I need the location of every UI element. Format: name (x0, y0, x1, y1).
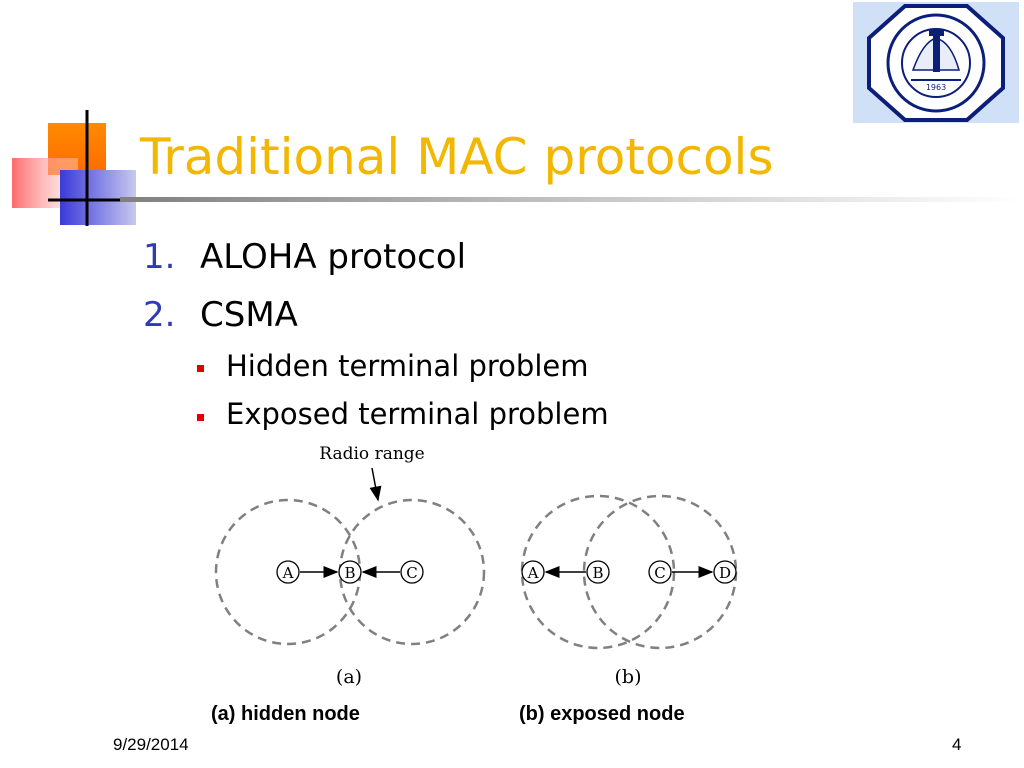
page-number: 4 (952, 735, 962, 754)
university-logo: 1963 (853, 2, 1019, 123)
radio-range-figure: Radio range A B C (a) A B C D (b) (214, 444, 738, 688)
svg-text:D: D (719, 564, 731, 582)
node-c: C (400, 560, 424, 584)
sub-item-exposed-terminal: Exposed terminal problem (226, 397, 609, 431)
callout-arrow (369, 467, 382, 502)
radio-range-label: Radio range (319, 444, 424, 464)
svg-text:B: B (344, 564, 355, 582)
svg-text:C: C (654, 564, 665, 582)
list-number-1: 1. (143, 237, 176, 277)
caption-exposed-node: (b) exposed node (519, 703, 685, 725)
panel-a-label: (a) (336, 666, 362, 688)
caption-hidden-node: (a) hidden node (211, 703, 360, 725)
list-item-csma: CSMA (200, 295, 298, 335)
svg-text:B: B (592, 564, 603, 582)
node-a: A (276, 560, 300, 584)
svg-text:A: A (527, 564, 539, 582)
bullet-icon (197, 365, 204, 372)
title-underline (120, 197, 1020, 202)
sub-item-hidden-terminal: Hidden terminal problem (226, 349, 589, 383)
seal-icon: 1963 (867, 4, 1005, 122)
node-b: B (586, 560, 610, 584)
panel-b-label: (b) (615, 666, 642, 688)
node-a: A (521, 560, 545, 584)
svg-text:A: A (282, 564, 294, 582)
node-d: D (713, 560, 737, 584)
bullet-icon (197, 414, 204, 421)
corner-decoration (12, 110, 136, 226)
node-b: B (338, 560, 362, 584)
logo-year: 1963 (926, 83, 946, 92)
page-title: Traditional MAC protocols (140, 128, 774, 186)
node-c: C (648, 560, 672, 584)
list-item-aloha: ALOHA protocol (200, 237, 467, 277)
list-number-2: 2. (143, 295, 176, 335)
svg-text:C: C (406, 564, 417, 582)
footer-date: 9/29/2014 (113, 735, 189, 754)
